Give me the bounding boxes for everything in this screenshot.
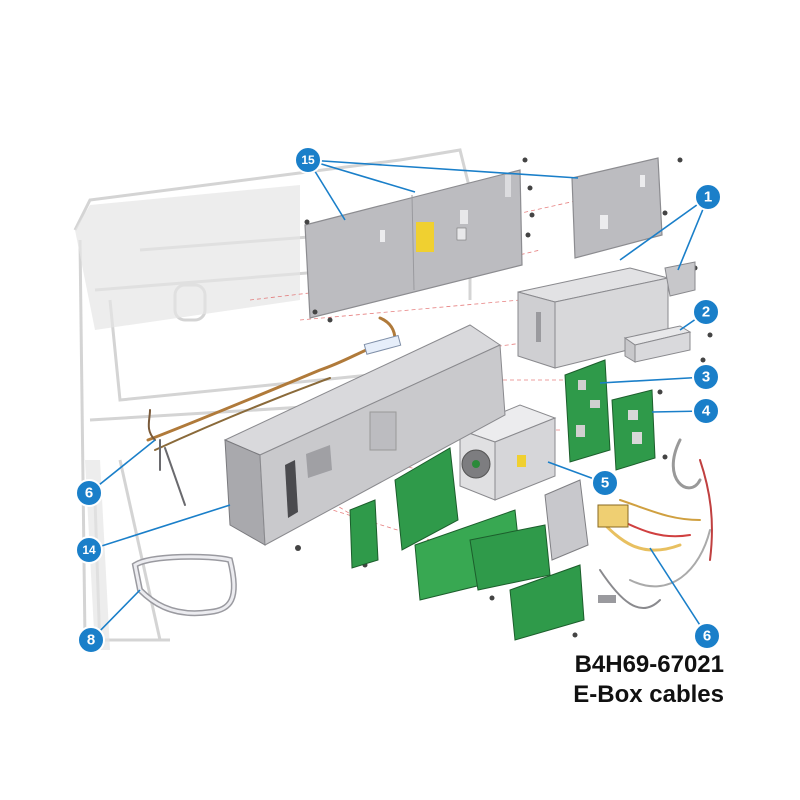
svg-text:6: 6 bbox=[85, 485, 93, 502]
callout-15: 15 bbox=[294, 146, 322, 174]
io-board bbox=[611, 389, 656, 471]
cable-harness-right bbox=[544, 438, 713, 610]
callout-4: 4 bbox=[692, 397, 720, 425]
callout-3: 3 bbox=[692, 363, 720, 391]
fan-psu bbox=[458, 404, 557, 501]
callout-6-left: 6 bbox=[75, 479, 103, 507]
svg-text:8: 8 bbox=[87, 632, 95, 649]
svg-text:15: 15 bbox=[301, 153, 315, 167]
callout-5: 5 bbox=[591, 469, 619, 497]
part-number-label: B4H69-67021 bbox=[574, 651, 724, 678]
main-pcb bbox=[564, 359, 611, 463]
ebox-chassis bbox=[223, 324, 506, 546]
callout-6-right: 6 bbox=[693, 622, 721, 650]
svg-text:3: 3 bbox=[702, 369, 710, 386]
svg-text:14: 14 bbox=[82, 543, 96, 557]
svg-text:1: 1 bbox=[704, 189, 712, 206]
svg-text:6: 6 bbox=[703, 628, 711, 645]
flat-ribbon-cable bbox=[131, 553, 237, 617]
svg-text:5: 5 bbox=[601, 475, 609, 492]
callout-2: 2 bbox=[692, 298, 720, 326]
svg-text:4: 4 bbox=[702, 403, 711, 420]
callout-8: 8 bbox=[77, 626, 105, 654]
part-description-label: E-Box cables bbox=[573, 681, 724, 708]
svg-text:2: 2 bbox=[702, 304, 710, 321]
leader-lines bbox=[88, 159, 709, 641]
small-pcbs bbox=[349, 447, 585, 641]
ebox-bracket bbox=[664, 261, 696, 297]
callout-1: 1 bbox=[694, 183, 722, 211]
cable-harness-left bbox=[146, 316, 402, 506]
top-cover-right bbox=[571, 157, 663, 259]
top-cover-left bbox=[304, 169, 523, 319]
power-supply bbox=[623, 325, 692, 363]
callout-14: 14 bbox=[75, 536, 103, 564]
